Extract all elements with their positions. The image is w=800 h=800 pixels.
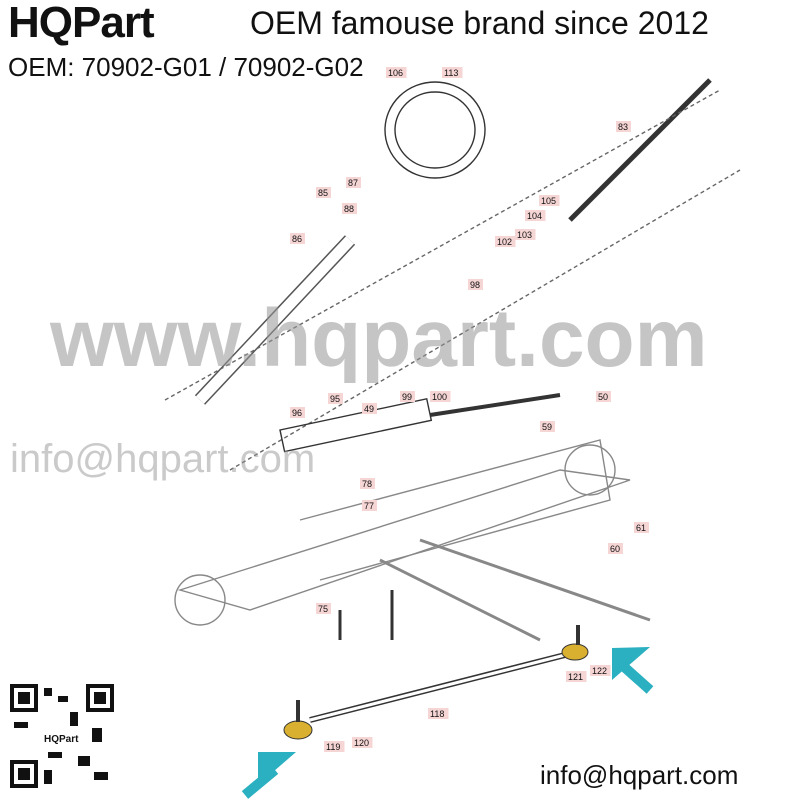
arrow-right-shaft bbox=[618, 661, 654, 694]
part-label-bg bbox=[430, 391, 451, 402]
tie-rod-inner bbox=[309, 653, 566, 722]
part-label-bg bbox=[590, 665, 611, 676]
part-label-bg bbox=[360, 478, 375, 489]
part-label-bg bbox=[290, 407, 305, 418]
part-label-49: 49 bbox=[364, 404, 374, 414]
arrow-left-shaft bbox=[241, 766, 279, 799]
leaf-springs bbox=[379, 538, 651, 642]
part-label-bg bbox=[352, 737, 373, 748]
part-label-98: 98 bbox=[470, 280, 480, 290]
part-label-bg bbox=[442, 67, 463, 78]
part-label-87: 87 bbox=[348, 178, 358, 188]
steering-wheel-inner bbox=[394, 91, 476, 169]
part-label-102: 102 bbox=[497, 237, 512, 247]
part-label-bg bbox=[495, 236, 516, 247]
part-label-bg bbox=[616, 121, 631, 132]
part-labels: 106 113 83 85 87 88 86 105 104 103 102 98 100 99 95 96 4… bbox=[290, 67, 649, 752]
part-label-bg bbox=[386, 67, 407, 78]
part-label-104: 104 bbox=[527, 211, 542, 221]
part-label-122: 122 bbox=[592, 666, 607, 676]
part-label-bg bbox=[525, 210, 546, 221]
column-tube-inner bbox=[195, 236, 355, 404]
part-label-bg bbox=[316, 603, 331, 614]
part-label-bg bbox=[362, 500, 377, 511]
bracket-lines bbox=[164, 89, 741, 471]
part-label-113: 113 bbox=[444, 68, 458, 78]
tagline: OEM famouse brand since 2012 bbox=[250, 5, 709, 41]
hub-right bbox=[564, 444, 616, 496]
part-label-85: 85 bbox=[318, 188, 328, 198]
part-label-83: 83 bbox=[618, 122, 628, 132]
part-label-78: 78 bbox=[362, 479, 372, 489]
brand-logo: HQPart bbox=[8, 0, 155, 47]
part-label-59: 59 bbox=[542, 422, 552, 432]
part-label-121: 121 bbox=[568, 672, 583, 682]
part-label-bg bbox=[316, 187, 331, 198]
part-label-bg bbox=[328, 393, 343, 404]
part-label-bg bbox=[596, 391, 611, 402]
part-label-bg bbox=[608, 543, 623, 554]
rack-rod bbox=[429, 393, 561, 417]
steering-wheel bbox=[384, 81, 486, 179]
part-label-50: 50 bbox=[598, 392, 608, 402]
part-label-bg bbox=[515, 229, 536, 240]
contact-email: info@hqpart.com bbox=[540, 760, 739, 790]
part-label-103: 103 bbox=[517, 230, 532, 240]
part-label-bg bbox=[290, 233, 305, 244]
part-label-120: 120 bbox=[354, 738, 369, 748]
part-label-75: 75 bbox=[318, 604, 328, 614]
part-label-bg bbox=[566, 671, 587, 682]
part-label-88: 88 bbox=[344, 204, 354, 214]
part-label-61: 61 bbox=[636, 523, 646, 533]
part-label-bg bbox=[540, 421, 555, 432]
watermark-site: www.hqpart.com bbox=[50, 293, 708, 384]
part-label-bg bbox=[324, 741, 345, 752]
part-label-118: 118 bbox=[430, 709, 444, 719]
qr-code: HQPart bbox=[8, 682, 116, 790]
part-label-bg bbox=[539, 195, 560, 206]
part-label-95: 95 bbox=[330, 394, 340, 404]
part-label-bg bbox=[346, 177, 361, 188]
hub-left bbox=[174, 574, 226, 626]
part-label-99: 99 bbox=[402, 392, 412, 402]
part-label-bg bbox=[634, 522, 649, 533]
steering-shaft bbox=[568, 78, 712, 222]
part-label-60: 60 bbox=[610, 544, 620, 554]
qr-label: HQPart bbox=[44, 734, 79, 745]
part-label-105: 105 bbox=[541, 196, 556, 206]
watermark-email: info@hqpart.com bbox=[10, 437, 316, 481]
part-label-bg bbox=[400, 391, 415, 402]
oem-number: OEM: 70902-G01 / 70902-G02 bbox=[8, 52, 364, 82]
axle-frame bbox=[177, 469, 631, 611]
part-label-86: 86 bbox=[292, 234, 302, 244]
part-label-100: 100 bbox=[432, 392, 447, 402]
tie-rod-end-right bbox=[561, 643, 589, 661]
steering-rack bbox=[279, 397, 433, 453]
part-label-119: 119 bbox=[326, 742, 340, 752]
part-label-bg bbox=[342, 203, 357, 214]
part-label-bg bbox=[428, 708, 449, 719]
axle-frame-rear bbox=[299, 439, 611, 581]
part-label-bg bbox=[468, 279, 483, 290]
part-label-106: 106 bbox=[388, 68, 403, 78]
tie-rod-end-left bbox=[283, 720, 313, 740]
part-label-96: 96 bbox=[292, 408, 302, 418]
part-label-bg bbox=[362, 403, 377, 414]
arrow-right-icon bbox=[612, 647, 650, 680]
part-label-77: 77 bbox=[364, 501, 374, 511]
